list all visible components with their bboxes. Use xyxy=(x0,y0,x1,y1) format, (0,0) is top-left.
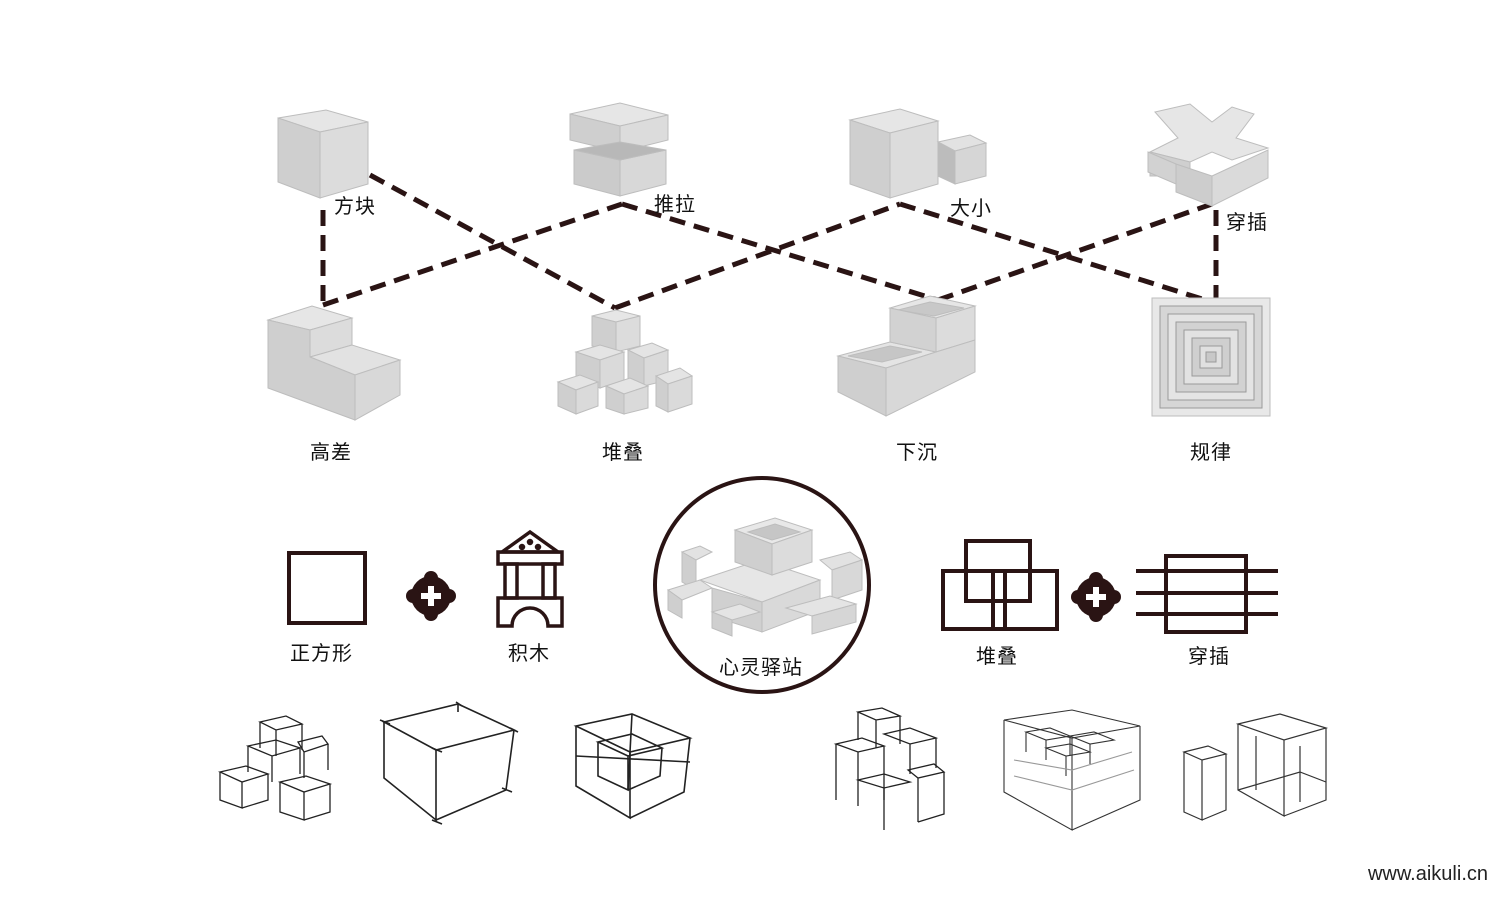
label-square: 正方形 xyxy=(290,641,353,665)
height-diff-shape xyxy=(266,305,402,421)
size-shape xyxy=(848,108,988,199)
label-sinking: 下沉 xyxy=(896,440,938,464)
cross-shape xyxy=(1147,103,1270,207)
center-model-shape xyxy=(666,517,864,637)
label-height-diff: 高差 xyxy=(310,440,352,464)
pattern-shape xyxy=(1151,297,1271,417)
label-cube: 方块 xyxy=(334,194,376,218)
label-interpenetration: 穿插 xyxy=(1226,210,1268,234)
sketch-stacked-cubes-2 xyxy=(833,707,946,830)
plus-badge-right xyxy=(1071,572,1121,622)
sinking-shape xyxy=(836,295,977,417)
sketch-nested-cube xyxy=(573,713,693,820)
interpenetration-icon xyxy=(1136,554,1278,634)
label-stacking: 堆叠 xyxy=(602,440,644,464)
label-center: 心灵驿站 xyxy=(719,655,803,679)
label-pattern: 规律 xyxy=(1190,440,1232,464)
sketch-stacked-cubes-1 xyxy=(217,715,333,821)
label-interpenetration-concept: 穿插 xyxy=(1188,644,1230,668)
sketch-grid-box xyxy=(1003,709,1141,831)
stacking-shape xyxy=(556,309,694,415)
label-blocks: 积木 xyxy=(508,641,550,665)
dashed-connectors xyxy=(320,172,1219,311)
sketch-offset-boxes xyxy=(1182,713,1329,821)
label-stacking-concept: 堆叠 xyxy=(976,644,1018,668)
push-pull-shape xyxy=(569,102,669,197)
plus-badge-left xyxy=(406,571,456,621)
stacking-icon xyxy=(941,539,1059,631)
watermark: www.aikuli.cn xyxy=(1367,863,1488,885)
cube-shape xyxy=(277,109,369,199)
square-icon xyxy=(287,551,367,625)
label-push-pull: 推拉 xyxy=(654,192,696,216)
blocks-icon xyxy=(496,529,564,628)
label-size: 大小 xyxy=(950,196,992,220)
sketch-cube xyxy=(379,701,519,825)
